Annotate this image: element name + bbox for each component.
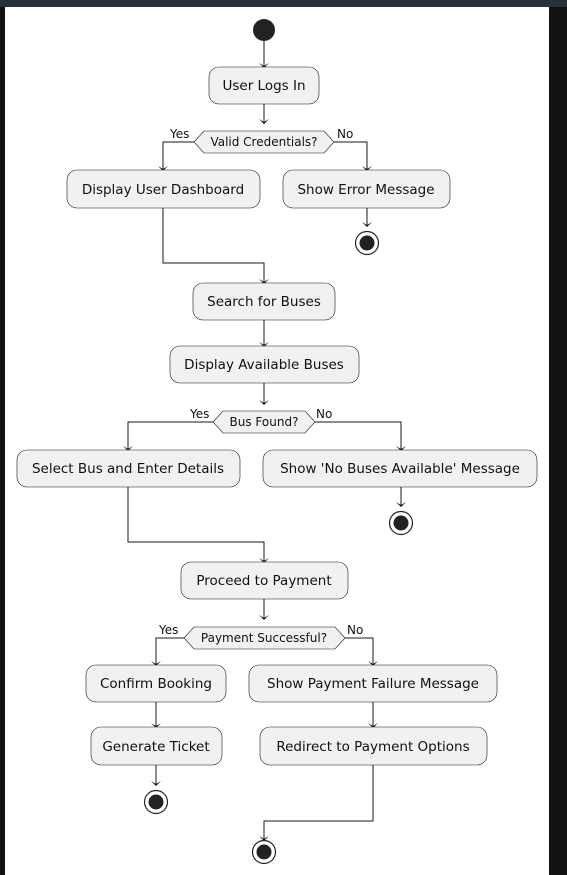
node-label: Display User Dashboard	[82, 182, 244, 198]
node-label: Redirect to Payment Options	[276, 739, 469, 755]
node-show-no-buses-message: Show 'No Buses Available' Message	[262, 449, 538, 488]
node-show-error-message: Show Error Message	[282, 169, 451, 209]
decision-label: Bus Found?	[230, 415, 299, 429]
diagram-canvas: User Logs In Display User Dashboard Show…	[5, 7, 549, 875]
decision-payment-successful: Payment Successful?	[183, 626, 346, 650]
start-node	[253, 19, 275, 41]
node-proceed-to-payment: Proceed to Payment	[180, 561, 349, 600]
edge-select-payment	[127, 487, 265, 562]
branch-no-label: No	[347, 623, 363, 637]
end-node	[251, 839, 277, 865]
edge-dashboard-search	[162, 208, 265, 283]
edge-payok-no	[345, 637, 374, 665]
branch-yes-label: Yes	[189, 407, 209, 421]
node-label: Confirm Booking	[100, 676, 212, 692]
branch-yes-label: Yes	[158, 623, 178, 637]
decision-label: Valid Credentials?	[210, 135, 317, 149]
edges	[123, 41, 406, 841]
node-label: Show Payment Failure Message	[267, 676, 479, 692]
node-display-available-buses: Display Available Buses	[169, 345, 360, 384]
node-label: Select Bus and Enter Details	[32, 461, 224, 477]
branch-no-label: No	[316, 407, 332, 421]
activity-diagram: User Logs In Display User Dashboard Show…	[16, 19, 538, 865]
edge-credentials-no	[334, 141, 368, 170]
end-node	[143, 789, 169, 815]
node-search-for-buses: Search for Buses	[192, 282, 336, 321]
edge-credentials-yes	[162, 141, 194, 170]
node-label: Proceed to Payment	[196, 573, 331, 589]
window-top-bar	[0, 0, 567, 7]
node-confirm-booking: Confirm Booking	[85, 664, 227, 703]
node-generate-ticket: Generate Ticket	[90, 726, 223, 766]
edge-found-yes	[127, 421, 213, 450]
decision-label: Payment Successful?	[201, 631, 327, 645]
node-select-bus-enter-details: Select Bus and Enter Details	[16, 449, 241, 488]
node-user-logs-in: User Logs In	[208, 66, 320, 105]
branch-no-label: No	[337, 127, 353, 141]
node-show-payment-failure: Show Payment Failure Message	[248, 664, 498, 703]
node-label: User Logs In	[222, 78, 305, 94]
node-label: Search for Buses	[207, 294, 321, 310]
edge-redirect-end	[263, 765, 374, 840]
decision-bus-found: Bus Found?	[212, 410, 316, 434]
end-node	[354, 230, 380, 256]
node-label: Show Error Message	[297, 182, 434, 198]
edge-found-no	[315, 421, 402, 450]
node-label: Show 'No Buses Available' Message	[280, 461, 520, 477]
node-display-user-dashboard: Display User Dashboard	[66, 169, 261, 209]
node-label: Display Available Buses	[184, 357, 344, 373]
node-label: Generate Ticket	[102, 739, 209, 755]
branch-yes-label: Yes	[169, 127, 189, 141]
node-redirect-to-payment-options: Redirect to Payment Options	[259, 726, 488, 766]
end-node	[388, 510, 414, 536]
edge-payok-yes	[155, 637, 184, 665]
decision-valid-credentials: Valid Credentials?	[193, 130, 335, 154]
